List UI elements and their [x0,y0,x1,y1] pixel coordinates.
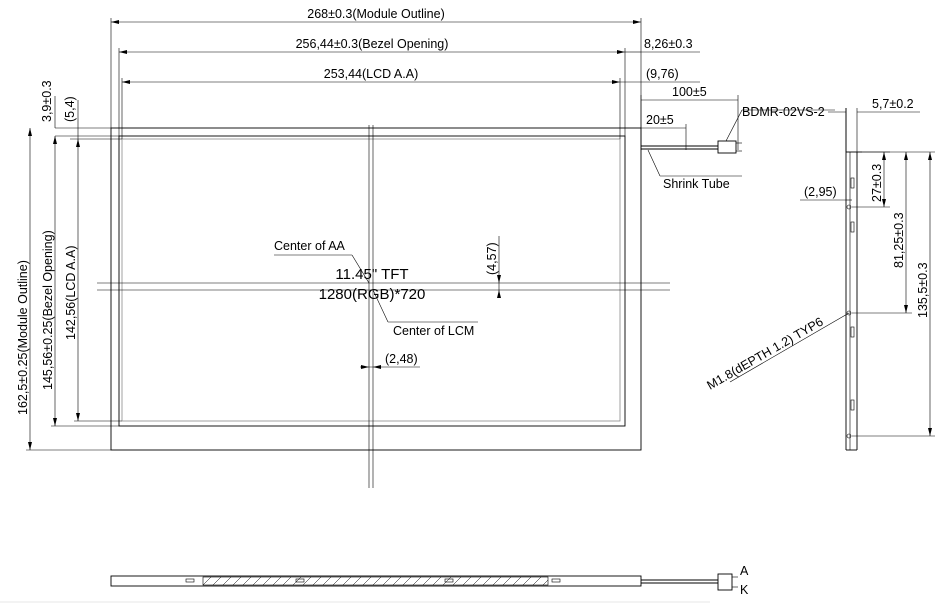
shrink-tube-label: Shrink Tube [663,177,730,191]
lcd-active-area [121,138,621,422]
dim-bezel-opening-width: 256,44±0.3(Bezel Opening) 8,26±0.3 [118,37,700,136]
top-aa-offset-label: (5,4) [63,96,77,122]
side-view: 5,7±0.2 (2,95) 27±0.3 81,25±0.3 135,5±0.… [705,97,935,451]
lcd-aa-height-label: 142,56(LCD A.A) [64,246,78,341]
module-outline [110,127,642,451]
lcd-aa-width-label: 253,44(LCD A.A) [324,67,419,81]
dim-module-outline-width: 268±0.3(Module Outline) [110,7,642,128]
pin-k-label: K [740,583,749,597]
center-annotations: Center of AA 11.45" TFT 1280(RGB)*720 Ce… [274,236,501,369]
side-27-label: 27±0.3 [870,164,884,202]
top-bezel-label: 3,9±0.3 [40,80,54,122]
side-thickness-label: 5,7±0.2 [872,97,914,111]
bezel-opening-width-label: 256,44±0.3(Bezel Opening) [296,37,449,51]
panel-size-label: 11.45" TFT [335,266,408,283]
cable-20-label: 20±5 [646,113,674,127]
bottom-view: A K [0,564,749,603]
center-lcm-label: Center of LCM [393,324,474,338]
center-h-offset-label: (2,48) [385,352,418,366]
side-hole-offset-label: (2,95) [804,185,837,199]
resolution-label: 1280(RGB)*720 [319,286,426,303]
cable-100-label: 100±5 [672,85,707,99]
front-view [97,125,670,488]
side-135-label: 135,5±0.3 [916,262,930,318]
module-outline-width-label: 268±0.3(Module Outline) [307,7,445,21]
left-dimensions: 3,9±0.3 (5,4) 162,5±0.25(Module Outline)… [16,80,122,451]
side-81-label: 81,25±0.3 [892,212,906,268]
cable-dimensions: 100±5 20±5 BDMR-02VS-2 Shrink Tube [640,85,835,191]
bezel-opening [118,135,626,427]
right-bezel-label: 8,26±0.3 [644,37,693,51]
screw-note-label: M1.8(dEPTH 1.2) TYP6 [705,315,826,393]
module-outline-height-label: 162,5±0.25(Module Outline) [16,260,30,415]
dim-lcd-aa-width: 253,44(LCD A.A) (9,76) [121,67,700,139]
connector-label: BDMR-02VS-2 [742,105,825,119]
right-aa-offset-label: (9,76) [646,67,679,81]
connector-body [717,140,737,154]
center-v-offset-label: (4,57) [485,242,499,275]
pin-a-label: A [740,564,749,578]
bezel-opening-height-label: 145,56±0.25(Bezel Opening) [41,230,55,390]
center-aa-label: Center of AA [274,239,346,253]
